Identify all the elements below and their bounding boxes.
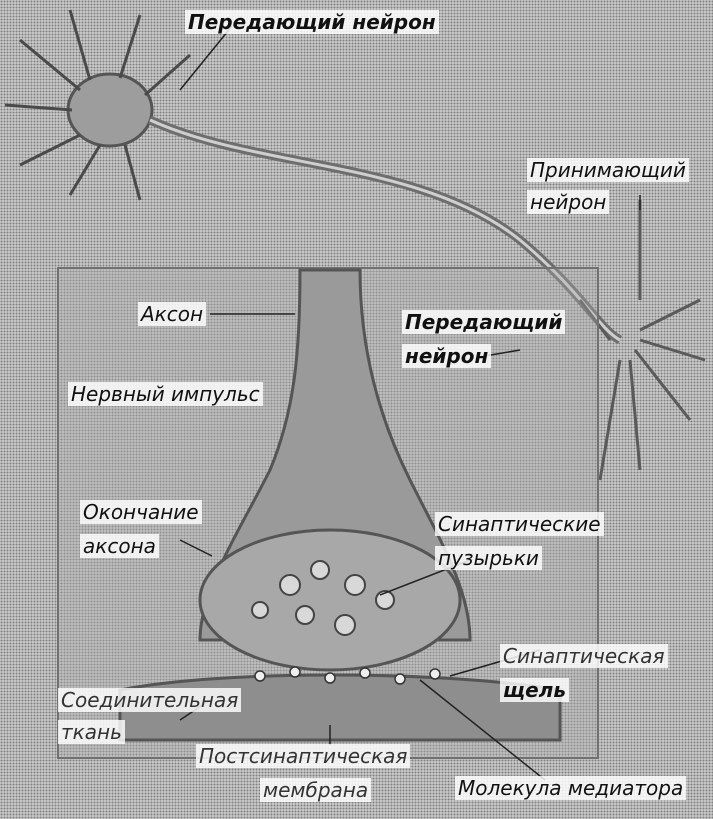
mediator-molecules [254, 666, 441, 685]
label-axon-ending-line1: Окончание [80, 500, 202, 524]
label-sending-neuron-mid-line2: нейрон [402, 344, 492, 368]
label-axon-ending-line2: аксона [80, 534, 159, 558]
sending-neuron-soma [4, 9, 191, 201]
label-postsynaptic-membrane-line2: мембрана [260, 778, 372, 802]
label-sending-neuron-mid-line1: Передающий [402, 310, 566, 334]
axon-terminal [198, 528, 462, 672]
label-synaptic-cleft-line1: Синаптическая [500, 644, 668, 668]
label-nerve-impulse: Нервный импульс [68, 382, 263, 406]
label-axon: Аксон [138, 302, 207, 326]
label-receiving-neuron-line1: Принимающий [527, 158, 689, 182]
receiving-neuron [578, 200, 706, 481]
label-connective-tissue-line2: ткань [58, 720, 125, 744]
label-postsynaptic-membrane-line1: Постсинаптическая [196, 744, 411, 768]
label-synaptic-vesicles-line2: пузырьки [435, 546, 542, 570]
label-synaptic-cleft-line2: щель [500, 678, 569, 702]
label-mediator-molecule: Молекула медиатора [455, 776, 687, 800]
label-sending-neuron-top: Передающий нейрон [185, 10, 439, 34]
axon-path [148, 115, 623, 345]
leader-lines [179, 25, 641, 781]
label-receiving-neuron-line2: нейрон [527, 190, 610, 214]
label-synaptic-vesicles-line1: Синаптические [435, 512, 604, 536]
label-connective-tissue-line1: Соединительная [58, 688, 242, 712]
